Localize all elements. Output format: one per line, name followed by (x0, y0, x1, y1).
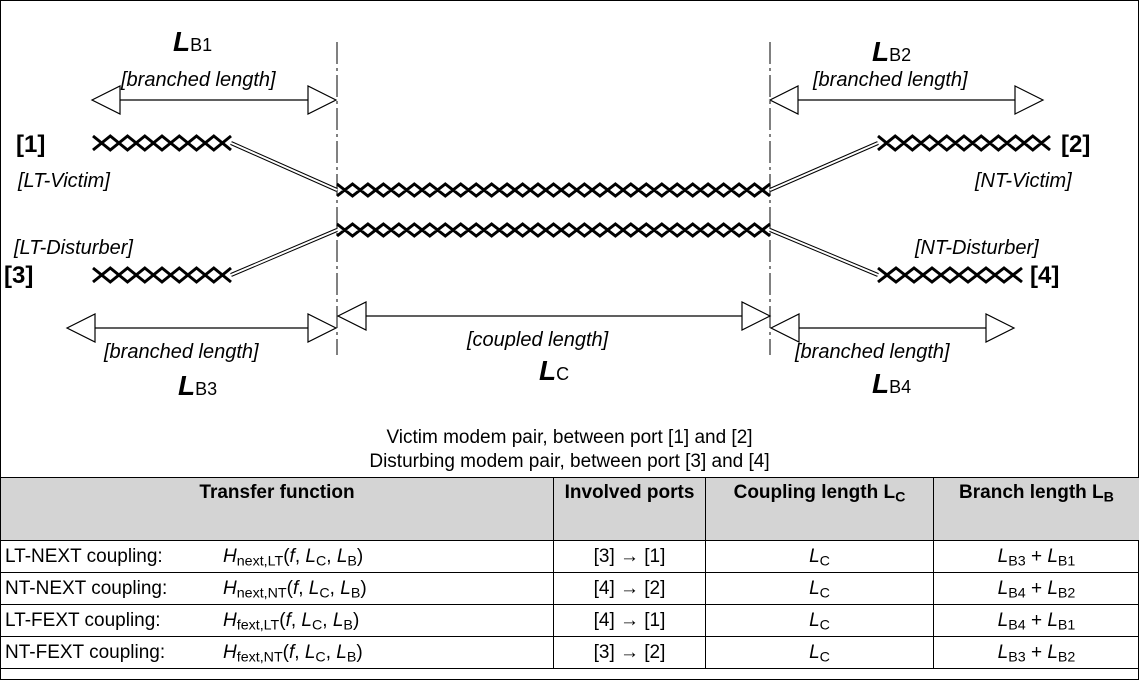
branch-length-cell: LB4 + LB1 (933, 604, 1139, 637)
coupling-length-cell: LC (705, 572, 934, 605)
twisted-pair-coupled-disturber (336, 222, 771, 238)
dimension-arrows (65, 85, 1045, 343)
header-transfer-function: Transfer function (0, 477, 554, 541)
transfer-function-formula: Hnext,LT(f, LC, LB) (223, 545, 364, 570)
branch-length-cell: LB3 + LB2 (933, 636, 1139, 669)
arrow-lb2-left-head (768, 85, 799, 115)
transfer-function-cell: NT-FEXT coupling: Hfext,NT(f, LC, LB) (0, 636, 554, 669)
arrow-lb3-right-head (307, 313, 338, 343)
lb2-label: LB2 (872, 36, 912, 67)
twisted-pair-port-1 (92, 134, 232, 152)
lc-label: LC (539, 355, 570, 386)
lb4-branched-length-text: [branched length] (795, 341, 950, 363)
involved-ports-cell: [4] → [2] (553, 572, 706, 605)
twisted-pair-coupled-victim (336, 182, 771, 198)
header-branch-length: Branch length LB (933, 477, 1139, 541)
lb4-label: LB4 (872, 368, 912, 399)
branch-cables-inner (230, 142, 879, 276)
port-2-number: [2] (1061, 131, 1091, 158)
table-row: LT-NEXT coupling: Hnext,LT(f, LC, LB) [3] … (0, 540, 1139, 573)
twisted-pair-port-3 (92, 266, 232, 284)
arrow-lb2-right-head (1014, 85, 1045, 115)
transfer-function-table: Transfer function Involved ports Couplin… (0, 477, 1139, 669)
involved-ports-cell: [4] → [1] (553, 604, 706, 637)
lb1-label: LB1 (173, 26, 213, 57)
branch-length-cell: LB3 + LB1 (933, 540, 1139, 573)
coupling-type-label: NT-NEXT coupling: (5, 577, 168, 599)
lb3-label: LB3 (178, 370, 218, 401)
table-row: LT-FEXT coupling: Hfext,LT(f, LC, LB) [4] … (0, 604, 1139, 637)
twisted-pairs (92, 134, 1051, 284)
boundary-lines (336, 42, 771, 355)
twisted-pair-port-2 (877, 134, 1051, 152)
arrow-lb3-left-head (65, 313, 96, 343)
twisted-pair-port-4 (877, 266, 1023, 284)
header-coupling-length: Coupling length LC (705, 477, 934, 541)
transfer-function-cell: LT-NEXT coupling: Hnext,LT(f, LC, LB) (0, 540, 554, 573)
branch-cables (230, 141, 879, 277)
table-row: NT-NEXT coupling: Hnext,NT(f, LC, LB) [4] … (0, 572, 1139, 605)
port-2-name: [NT-Victim] (975, 170, 1072, 192)
port-4-number: [4] (1030, 262, 1060, 289)
port-1-number: [1] (16, 131, 46, 158)
arrow-lc-right-head (741, 301, 772, 331)
coupling-length-cell: LC (705, 540, 934, 573)
coupling-length-cell: LC (705, 604, 934, 637)
coupling-type-label: LT-NEXT coupling: (5, 545, 163, 567)
transfer-function-formula: Hfext,NT(f, LC, LB) (223, 641, 363, 666)
table-header-row: Transfer function Involved ports Couplin… (0, 477, 1139, 541)
coupling-type-label: NT-FEXT coupling: (5, 641, 166, 663)
arrow-lb4-right-head (985, 313, 1016, 343)
transfer-function-formula: Hfext,LT(f, LC, LB) (223, 609, 360, 634)
coupling-type-label: LT-FEXT coupling: (5, 609, 161, 631)
lb2-branched-length-text: [branched length] (813, 69, 968, 91)
coupled-length-text: [coupled length] (467, 329, 609, 351)
caption-victim-pair: Victim modem pair, between port [1] and … (386, 427, 753, 448)
port-3-number: [3] (4, 262, 34, 289)
involved-ports-cell: [3] → [1] (553, 540, 706, 573)
port-3-name: [LT-Disturber] (14, 237, 133, 259)
header-involved-ports: Involved ports (553, 477, 706, 541)
lb3-branched-length-text: [branched length] (104, 341, 259, 363)
arrow-lb4-left-head (769, 313, 800, 343)
cable-diagram (65, 42, 1051, 355)
transfer-function-cell: NT-NEXT coupling: Hnext,NT(f, LC, LB) (0, 572, 554, 605)
transfer-function-cell: LT-FEXT coupling: Hfext,LT(f, LC, LB) (0, 604, 554, 637)
caption-disturbing-pair: Disturbing modem pair, between port [3] … (369, 451, 770, 472)
coupling-length-cell: LC (705, 636, 934, 669)
arrow-lb1-right-head (307, 85, 338, 115)
port-1-name: [LT-Victim] (18, 170, 110, 192)
arrow-lc-left-head (336, 301, 367, 331)
arrow-lb1-left-head (90, 85, 121, 115)
involved-ports-cell: [3] → [2] (553, 636, 706, 669)
lb1-branched-length-text: [branched length] (121, 69, 276, 91)
table-row: NT-FEXT coupling: Hfext,NT(f, LC, LB) [3] … (0, 636, 1139, 669)
branch-length-cell: LB4 + LB2 (933, 572, 1139, 605)
port-4-name: [NT-Disturber] (915, 237, 1039, 259)
transfer-function-formula: Hnext,NT(f, LC, LB) (223, 577, 367, 602)
